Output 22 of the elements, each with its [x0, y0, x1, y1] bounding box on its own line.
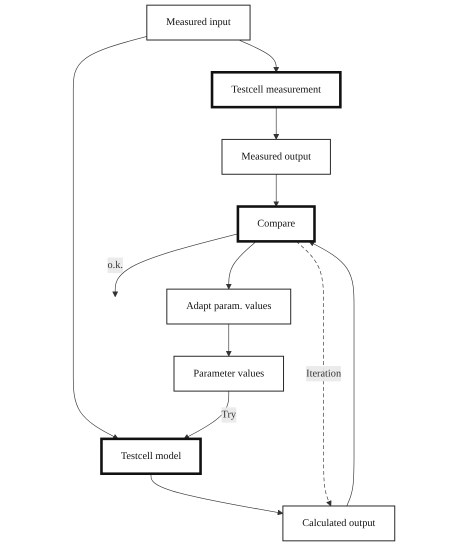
- arrow: [226, 241, 257, 290]
- node-box: Adapt param. values: [166, 288, 292, 324]
- arrow: [150, 473, 284, 516]
- arrow: [308, 241, 354, 506]
- arrow: [112, 233, 238, 298]
- node-box: Compare: [236, 205, 316, 243]
- arrow: [273, 174, 280, 207]
- node-box: Parameter values: [174, 356, 284, 392]
- arrow: [238, 40, 280, 73]
- node-box: Measured output: [222, 138, 331, 175]
- node-box: Testcell measurement: [210, 71, 342, 108]
- node-box: Testcell model: [100, 438, 202, 475]
- arrow: [184, 390, 230, 440]
- edge-label: Iteration: [306, 368, 342, 379]
- arrow: [226, 324, 232, 357]
- edge-label: o.k.: [107, 259, 123, 270]
- arrow: [72, 36, 148, 440]
- node-box: Calculated output: [282, 506, 396, 542]
- arrow: [273, 106, 280, 140]
- edge-label: Try: [221, 409, 236, 420]
- node-box: Measured input: [146, 4, 251, 40]
- arrow: [296, 241, 332, 506]
